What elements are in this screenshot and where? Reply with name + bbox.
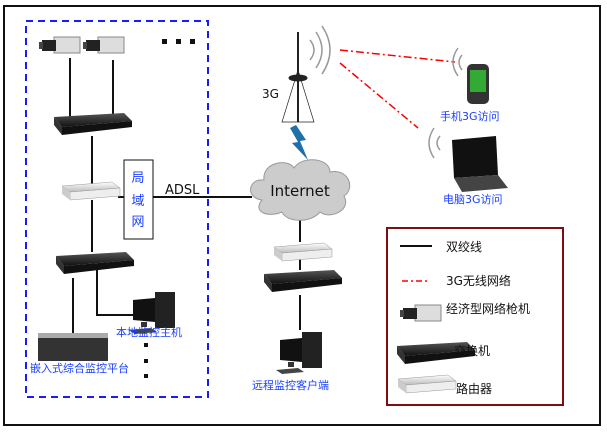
router-icon <box>273 242 333 262</box>
phone-label: 手机3G访问 <box>440 109 500 123</box>
legend-label: 3G无线网络 <box>446 273 511 288</box>
lightning-icon <box>290 125 308 160</box>
switch-icon <box>264 270 342 292</box>
camera-icon <box>38 36 81 54</box>
legend-label: 交换机 <box>454 343 490 358</box>
laptop-label: 电脑3G访问 <box>443 193 503 206</box>
phone-icon <box>467 64 489 104</box>
3g-tower-icon <box>281 32 315 123</box>
nvr-label: 嵌入式综合监控平台 <box>30 361 129 375</box>
adsl-label: ADSL <box>165 183 200 198</box>
legend-label: 双绞线 <box>446 239 482 254</box>
legend-label: 经济型网络枪机 <box>446 301 530 316</box>
laptop-signal-icon <box>428 127 441 159</box>
remote-client-label: 远程监控客户端 <box>252 378 329 392</box>
local-host-label: 本地监控主机 <box>116 325 182 339</box>
lan-label-box <box>123 159 154 240</box>
phone-signal-icon <box>452 47 463 77</box>
switch-icon <box>54 113 132 135</box>
3g-label: 3G <box>262 87 279 101</box>
lan-label-char: 域 <box>131 194 144 209</box>
legend: 双绞线 3G无线网络 经济型网络枪机 交换机 路由器 <box>386 227 564 406</box>
router-icon <box>61 181 121 201</box>
remote-pc-icon <box>276 332 322 374</box>
more-cameras-ellipsis <box>162 39 195 44</box>
internet-label: Internet <box>270 182 330 200</box>
more-devices-ellipsis <box>144 343 148 378</box>
internet-cloud: Internet <box>250 159 351 221</box>
tower-signal-icon <box>309 25 331 75</box>
lan-boundary <box>25 20 209 398</box>
switch-icon <box>56 252 134 274</box>
outer-frame <box>3 5 601 426</box>
lan-label-char: 局 <box>131 171 144 186</box>
laptop-icon <box>452 136 508 192</box>
nvr-icon <box>38 333 108 361</box>
3g-wireless-links <box>339 49 456 129</box>
legend-label: 路由器 <box>456 381 492 396</box>
camera-icon <box>82 36 125 54</box>
lan-label-char: 网 <box>131 215 144 230</box>
